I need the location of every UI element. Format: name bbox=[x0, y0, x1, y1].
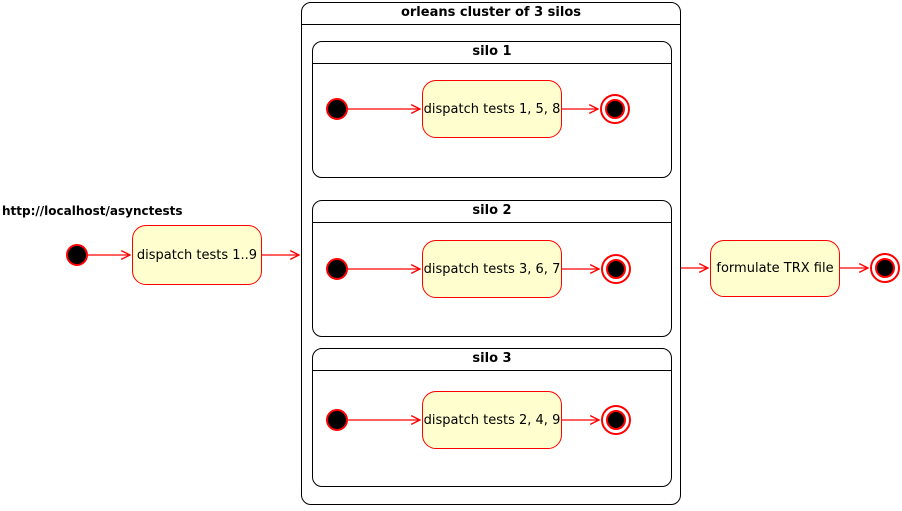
cluster-frame: orleans cluster of 3 silos bbox=[301, 2, 681, 505]
silo-2-start-node bbox=[326, 258, 348, 280]
activity-silo-2: dispatch tests 3, 6, 7 bbox=[422, 240, 562, 298]
silo-1-title: silo 1 bbox=[313, 42, 671, 64]
silo-1-frame: silo 1 bbox=[312, 41, 672, 178]
activity-formulate-trx: formulate TRX file bbox=[710, 240, 840, 297]
silo-3-start-node bbox=[326, 409, 348, 431]
silo-3-end-node bbox=[601, 405, 631, 435]
final-end-node-inner-dot bbox=[875, 258, 895, 278]
final-end-node bbox=[870, 253, 900, 283]
start-node-main bbox=[66, 244, 88, 266]
activity-dispatch-tests-all: dispatch tests 1..9 bbox=[132, 225, 262, 285]
silo-2-title: silo 2 bbox=[313, 201, 671, 223]
silo-3-end-node-inner-dot bbox=[606, 410, 626, 430]
entry-url-label: http://localhost/asynctests bbox=[2, 204, 183, 218]
silo-2-end-node bbox=[601, 254, 631, 284]
activity-silo-1: dispatch tests 1, 5, 8 bbox=[422, 80, 562, 138]
silo-2-end-node-inner-dot bbox=[606, 259, 626, 279]
silo-1-end-node bbox=[600, 94, 630, 124]
silo-1-end-node-inner-dot bbox=[605, 99, 625, 119]
silo-3-frame: silo 3 bbox=[312, 348, 672, 487]
silo-1-start-node bbox=[326, 98, 348, 120]
silo-3-title: silo 3 bbox=[313, 349, 671, 371]
activity-silo-3: dispatch tests 2, 4, 9 bbox=[422, 391, 562, 449]
silo-2-frame: silo 2 bbox=[312, 200, 672, 337]
cluster-title: orleans cluster of 3 silos bbox=[302, 3, 680, 25]
